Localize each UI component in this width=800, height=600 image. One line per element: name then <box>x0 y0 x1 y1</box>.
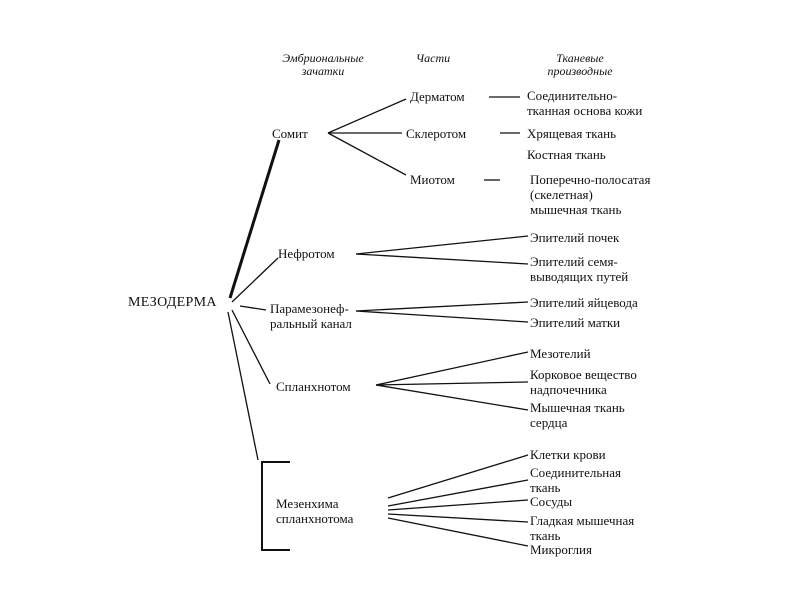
header-embryonic: Эмбриональные зачатки <box>268 52 378 78</box>
nefrotom-derivative-2: Эпителий семя- выводящих путей <box>530 254 628 284</box>
dermatom-derivative: Соединительно- тканная основа кожи <box>527 88 642 118</box>
splanch-derivative-3-line2: сердца <box>530 415 568 430</box>
dermatom-derivative-line1: Соединительно- <box>527 88 618 103</box>
splanch-derivative-2: Корковое вещество надпочечника <box>530 367 637 397</box>
sklerotom-derivative-1: Хрящевая ткань <box>527 126 617 141</box>
line-splanch-d2 <box>375 381 529 386</box>
nefrotom-derivative-1: Эпителий почек <box>530 230 620 245</box>
mesenchyme-bracket <box>261 461 290 551</box>
miotom-derivative-line2: (скелетная) <box>530 187 593 202</box>
mes-derivative-3: Сосуды <box>530 494 573 509</box>
line-root-mesenchyme <box>227 311 259 461</box>
splanchnotom-label: Спланхнотом <box>276 379 351 394</box>
line-splanch-d3 <box>375 384 529 411</box>
line-param-d1 <box>355 301 529 312</box>
miotom-derivative-line1: Поперечно-полосатая <box>530 172 651 187</box>
line-somit-miotom <box>327 132 407 176</box>
mes-derivative-5: Микроглия <box>530 542 592 557</box>
param-derivative-1: Эпителий яйцевода <box>530 295 638 310</box>
header-parts: Части <box>415 51 451 65</box>
root-mesoderm: МЕЗОДЕРМА <box>128 295 217 310</box>
sklerotom-label: Склеротом <box>406 126 467 141</box>
line-root-somit <box>228 139 281 299</box>
line-mes-d1 <box>387 454 529 499</box>
mes-derivative-2: Соединительная ткань <box>530 465 621 495</box>
line-root-paramesonephral <box>239 305 267 311</box>
mes-derivative-2-line1: Соединительная <box>530 465 621 480</box>
nefrotom-derivative-2-line1: Эпителий семя- <box>530 254 618 269</box>
paramesonephral-label-line2: ральный канал <box>270 316 352 331</box>
miotom-derivative: Поперечно-полосатая (скелетная) мышечная… <box>530 172 650 217</box>
line-nefrotom-d2 <box>355 253 529 265</box>
mes-derivative-4-line2: ткань <box>530 528 561 543</box>
line-splanch-d1 <box>375 351 529 386</box>
paramesonephral-label: Парамезонеф- ральный канал <box>270 301 352 331</box>
sklerotom-derivative-2: Костная ткань <box>527 147 606 162</box>
nefrotom-derivative-2-line2: выводящих путей <box>530 269 629 284</box>
header-tissues-line2: производные <box>547 64 613 78</box>
mes-derivative-1: Клетки крови <box>530 447 606 462</box>
splanch-derivative-3: Мышечная ткань сердца <box>530 400 625 430</box>
line-root-nefrotom <box>231 257 279 303</box>
mesenchyme-label-line1: Мезенхима <box>276 496 339 511</box>
line-mes-d2 <box>387 479 529 507</box>
mesenchyme-label: Мезенхима спланхнотома <box>276 496 353 526</box>
splanch-derivative-2-line1: Корковое вещество <box>530 367 637 382</box>
header-embryonic-line1: Эмбриональные <box>282 51 364 65</box>
nefrotom-label: Нефротом <box>278 246 335 261</box>
miotom-label: Миотом <box>410 172 455 187</box>
mes-derivative-4-line1: Гладкая мышечная <box>530 513 635 528</box>
paramesonephral-label-line1: Парамезонеф- <box>270 301 349 316</box>
mes-derivative-4: Гладкая мышечная ткань <box>530 513 634 543</box>
mesenchyme-label-line2: спланхнотома <box>276 511 354 526</box>
dermatom-derivative-line2: тканная основа кожи <box>527 103 643 118</box>
dermatom-label: Дерматом <box>410 89 465 104</box>
line-nefrotom-d1 <box>355 235 529 255</box>
miotom-derivative-line3: мышечная ткань <box>530 202 622 217</box>
line-somit-dermatom <box>327 98 407 134</box>
splanch-derivative-2-line2: надпочечника <box>530 382 607 397</box>
line-param-d2 <box>355 310 529 323</box>
line-mes-d3 <box>387 499 529 511</box>
header-tissues: Тканевые производные <box>530 52 630 78</box>
header-tissues-line1: Тканевые <box>556 51 604 65</box>
somit-label: Сомит <box>272 126 308 141</box>
line-mes-d4 <box>387 513 529 523</box>
param-derivative-2: Эпителий матки <box>530 315 621 330</box>
line-root-splanchnotom <box>231 309 271 385</box>
line-mes-d5 <box>387 517 529 547</box>
splanch-derivative-1: Мезотелий <box>530 346 591 361</box>
splanch-derivative-3-line1: Мышечная ткань <box>530 400 625 415</box>
header-embryonic-line2: зачатки <box>301 64 345 78</box>
mes-derivative-2-line2: ткань <box>530 480 561 495</box>
